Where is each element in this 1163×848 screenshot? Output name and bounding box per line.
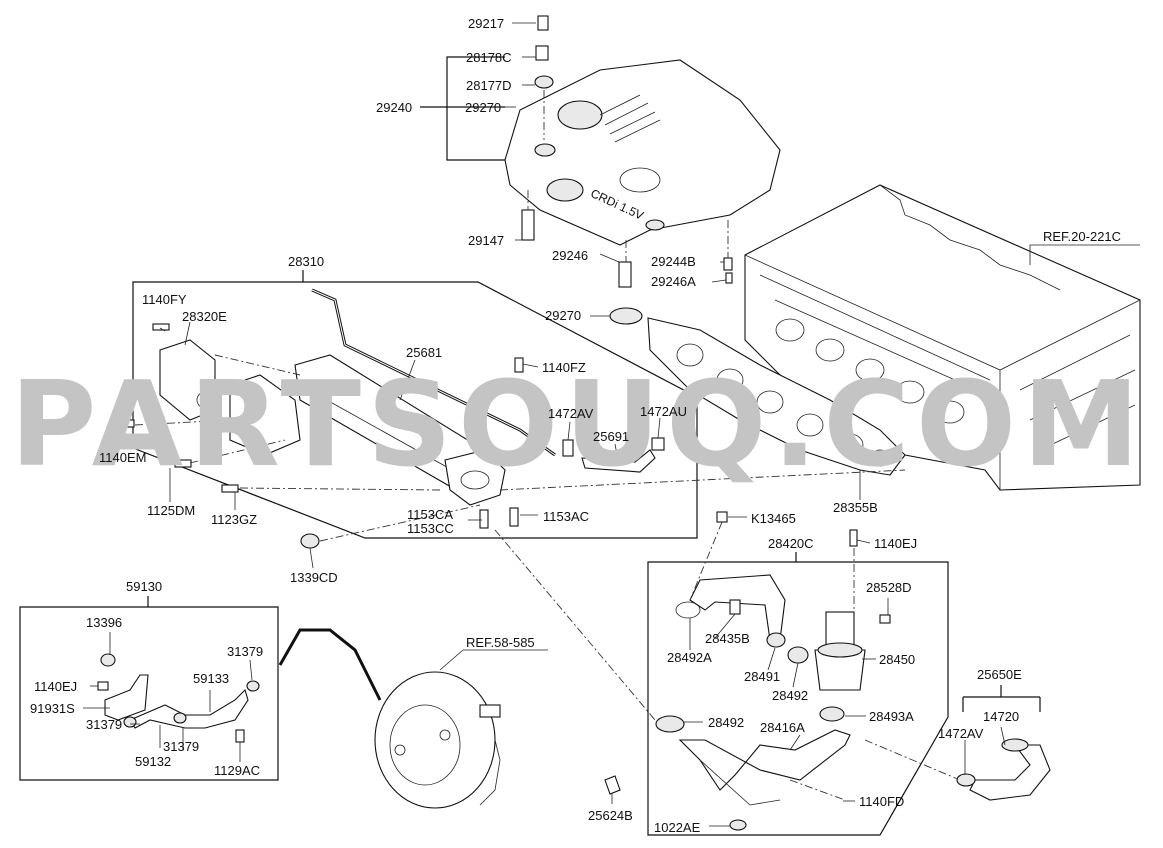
part-label-28420C[interactable]: 28420C xyxy=(768,536,814,551)
cooler-bolts xyxy=(117,323,665,549)
part-label-59132[interactable]: 59132 xyxy=(135,754,171,769)
part-label-1153AC[interactable]: 1153AC xyxy=(543,509,589,524)
egr-cooler-drawing xyxy=(159,339,506,506)
engine-cover-drawing: CRDi 1.5V xyxy=(504,59,781,246)
part-label-31379-bottom[interactable]: 31379 xyxy=(163,739,199,754)
part-label-1022AE[interactable]: 1022AE xyxy=(654,820,701,835)
part-label-1140FD[interactable]: 1140FD xyxy=(859,794,904,809)
part-label-59130[interactable]: 59130 xyxy=(126,579,162,594)
part-label-31379-top[interactable]: 31379 xyxy=(227,644,263,659)
ref-booster-label[interactable]: REF.58-585 xyxy=(466,635,535,650)
part-label-1140FY[interactable]: 1140FY xyxy=(142,292,187,307)
part-label-1153CC[interactable]: 1153CC xyxy=(407,521,454,536)
part-label-28450[interactable]: 28450 xyxy=(879,652,915,667)
part-label-91931S[interactable]: 91931S xyxy=(30,701,75,716)
part-label-29270[interactable]: 29270 xyxy=(545,308,581,323)
part-label-31379-left[interactable]: 31379 xyxy=(86,717,122,732)
part-label-29217[interactable]: 29217 xyxy=(468,16,504,31)
part-label-28310[interactable]: 28310 xyxy=(288,254,324,269)
part-label-29244B[interactable]: 29244B xyxy=(651,254,696,269)
part-label-59133[interactable]: 59133 xyxy=(193,671,229,686)
part-label-1140EJ[interactable]: 1140EJ xyxy=(874,536,917,551)
part-label-28528D[interactable]: 28528D xyxy=(866,580,912,595)
part-label-28320E[interactable]: 28320E xyxy=(182,309,227,324)
part-label-1129AC[interactable]: 1129AC xyxy=(214,763,260,778)
part-label-K13465[interactable]: K13465 xyxy=(751,511,796,526)
part-label-28435B[interactable]: 28435B xyxy=(705,631,750,646)
part-label-14720[interactable]: 14720 xyxy=(983,709,1019,724)
part-label-28178C[interactable]: 28178C xyxy=(466,50,512,65)
part-label-25681[interactable]: 25681 xyxy=(406,345,442,360)
part-label-1123GZ[interactable]: 1123GZ xyxy=(211,512,257,527)
cover-fasteners xyxy=(521,15,733,325)
part-label-29246[interactable]: 29246 xyxy=(552,248,588,263)
part-label-1339CD[interactable]: 1339CD xyxy=(290,570,338,585)
part-label-28492[interactable]: 28492 xyxy=(708,715,744,730)
part-label-28491[interactable]: 28491 xyxy=(744,669,780,684)
part-label-25624B[interactable]: 25624B xyxy=(588,808,633,823)
label-leaders xyxy=(83,22,1140,827)
part-label-29246A[interactable]: 29246A xyxy=(651,274,696,289)
exhaust-manifold-gasket xyxy=(647,317,906,476)
egr-valve-drawing xyxy=(655,511,891,831)
part-label-28177D[interactable]: 28177D xyxy=(466,78,512,93)
part-label-1472AV-right[interactable]: 1472AV xyxy=(938,726,984,741)
ref-engine-label[interactable]: REF.20-221C xyxy=(1043,229,1121,244)
part-label-28416A[interactable]: 28416A xyxy=(760,720,805,735)
part-label-1472AV[interactable]: 1472AV xyxy=(548,406,594,421)
part-label-1153CA[interactable]: 1153CA xyxy=(407,507,453,522)
part-label-1125DM[interactable]: 1125DM xyxy=(147,503,195,518)
part-label-25650E[interactable]: 25650E xyxy=(977,667,1022,682)
part-label-1140EM[interactable]: 1140EM xyxy=(99,450,146,465)
part-label-28493A[interactable]: 28493A xyxy=(869,709,914,724)
part-label-25691[interactable]: 25691 xyxy=(593,429,629,444)
part-label-29147[interactable]: 29147 xyxy=(468,233,504,248)
watermark-text: PARTSOUQ.COM xyxy=(10,355,1146,493)
part-label-28355B[interactable]: 28355B xyxy=(833,500,878,515)
part-label-1140FZ[interactable]: 1140FZ xyxy=(542,360,586,375)
part-label-1472AU[interactable]: 1472AU xyxy=(640,404,687,419)
part-label-1140EJ-lower[interactable]: 1140EJ xyxy=(34,679,77,694)
brake-booster-drawing xyxy=(278,628,501,809)
part-label-29240[interactable]: 29240 xyxy=(376,100,412,115)
part-label-28492-upper[interactable]: 28492 xyxy=(772,688,808,703)
vacuum-hose-drawing xyxy=(97,653,260,743)
part-label-13396[interactable]: 13396 xyxy=(86,615,122,630)
part-label-28492A[interactable]: 28492A xyxy=(667,650,712,665)
part-label-29270-top[interactable]: 29270 xyxy=(465,100,501,115)
